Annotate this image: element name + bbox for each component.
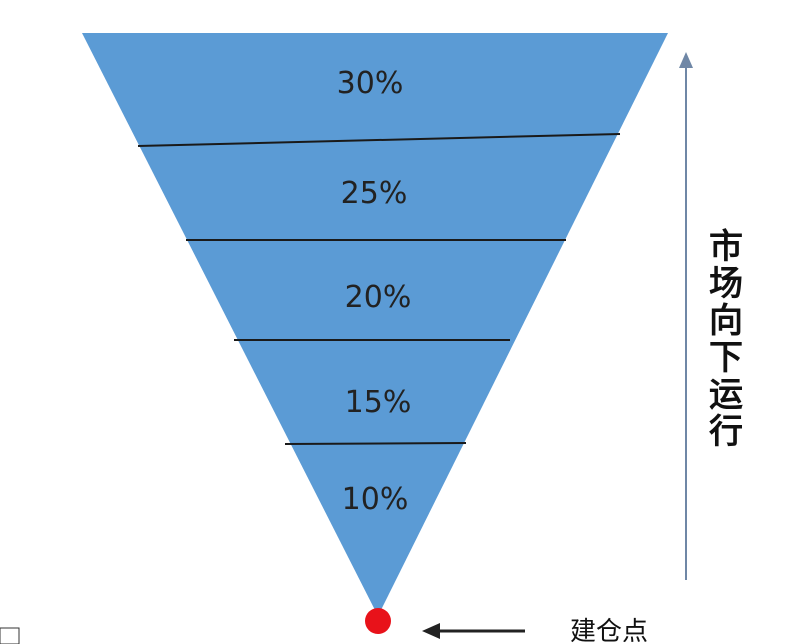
side-label-char-3: 向 (709, 301, 743, 341)
layer-divider-1 (137, 133, 621, 147)
entry-point-arrowhead-icon (422, 623, 440, 639)
funnel-triangle (82, 33, 668, 616)
layer-label-1: 30% (337, 66, 404, 101)
layer-label-3: 20% (345, 280, 412, 315)
side-label-char-2: 场 (709, 264, 743, 304)
layer-label-4: 15% (345, 385, 412, 420)
side-label: 市 场 向 下 运 行 (709, 227, 743, 452)
side-label-char-5: 运 (709, 375, 743, 415)
layer-label-5: 10% (342, 482, 409, 517)
layer-label-2: 25% (341, 176, 408, 211)
entry-point-label: 建仓点 (570, 617, 648, 644)
side-label-char-6: 行 (709, 412, 743, 452)
side-label-char-1: 市 (709, 227, 743, 267)
corner-box (0, 627, 20, 644)
side-label-char-4: 下 (709, 338, 743, 378)
market-direction-arrowhead-icon (679, 52, 693, 68)
watermark: @ 阿文讲币 (650, 603, 756, 627)
entry-point-dot (365, 608, 391, 634)
layer-divider-4 (284, 442, 467, 445)
